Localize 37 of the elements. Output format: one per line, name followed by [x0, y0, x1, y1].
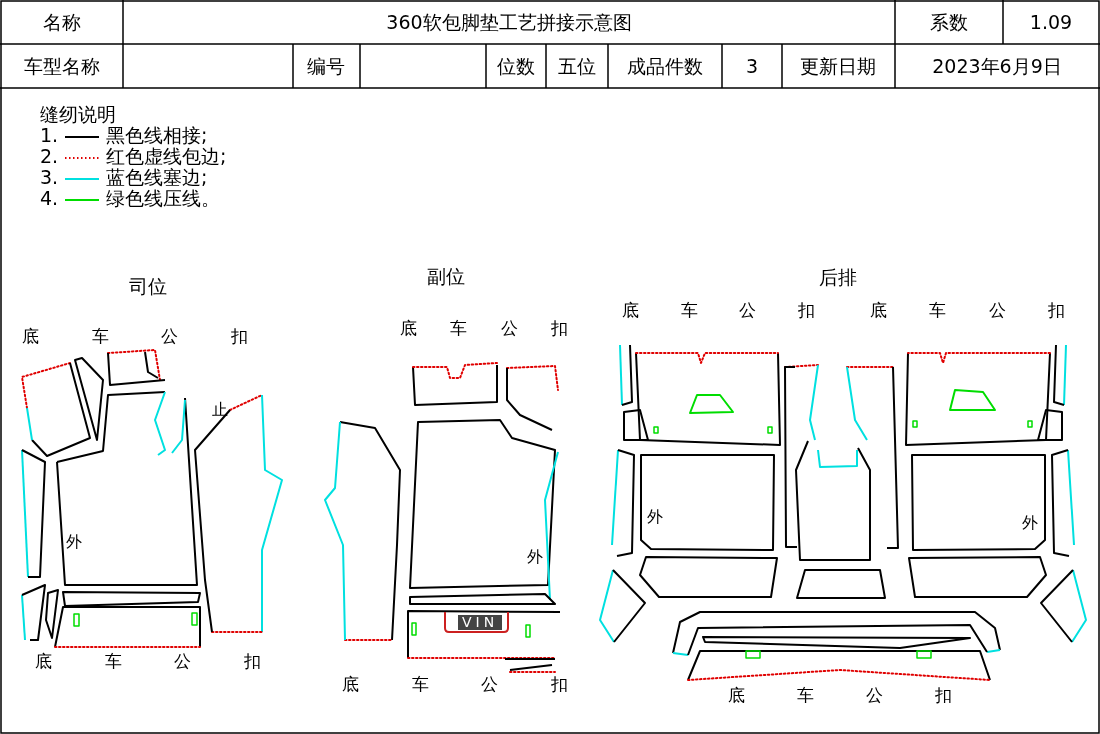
edge-instruction: 底车公扣	[22, 327, 248, 346]
legend-text: 红色虚线包边;	[106, 146, 227, 167]
header-label: 编号	[307, 55, 345, 77]
legend-text: 蓝色线塞边;	[106, 167, 208, 188]
edge-instruction: 底车公扣	[400, 319, 568, 338]
header-value: 3	[745, 55, 759, 77]
header-value: 1.09	[1029, 11, 1073, 33]
legend-text: 绿色线压线。	[106, 188, 220, 209]
title: 360软包脚垫工艺拼接示意图	[386, 11, 632, 33]
header-label: 位数	[497, 55, 535, 77]
header-value: 五位	[558, 55, 596, 77]
side-label: 外	[527, 548, 543, 566]
edge-instruction: 底车公扣	[622, 301, 815, 320]
section-heading: 副位	[427, 265, 465, 287]
edge-instruction: 底车公扣	[342, 675, 568, 694]
header-label: 更新日期	[800, 55, 876, 77]
legend-number: 4.	[40, 188, 59, 209]
legend-number: 1.	[40, 125, 59, 146]
header-value: 2023年6月9日	[932, 55, 1062, 77]
side-label: 外	[66, 533, 82, 551]
legend-number: 2.	[40, 146, 59, 167]
mark-label: 止	[212, 401, 228, 419]
legend-text: 黑色线相接;	[106, 125, 208, 146]
section-heading: 后排	[819, 266, 857, 288]
vin-plate: VIN	[458, 615, 503, 631]
header-label: 车型名称	[24, 55, 100, 77]
header-label: 成品件数	[627, 55, 703, 77]
header-label: 系数	[930, 11, 968, 33]
side-label: 外	[1022, 514, 1038, 532]
edge-instruction: 底车公扣	[728, 686, 952, 705]
legend-heading: 缝纫说明	[40, 104, 116, 125]
section-heading: 司位	[129, 275, 167, 297]
header-label: 名称	[43, 11, 81, 33]
edge-instruction: 底车公扣	[870, 301, 1065, 320]
edge-instruction: 底车公扣	[35, 652, 261, 671]
legend-number: 3.	[40, 167, 59, 188]
side-label: 外	[647, 508, 663, 526]
